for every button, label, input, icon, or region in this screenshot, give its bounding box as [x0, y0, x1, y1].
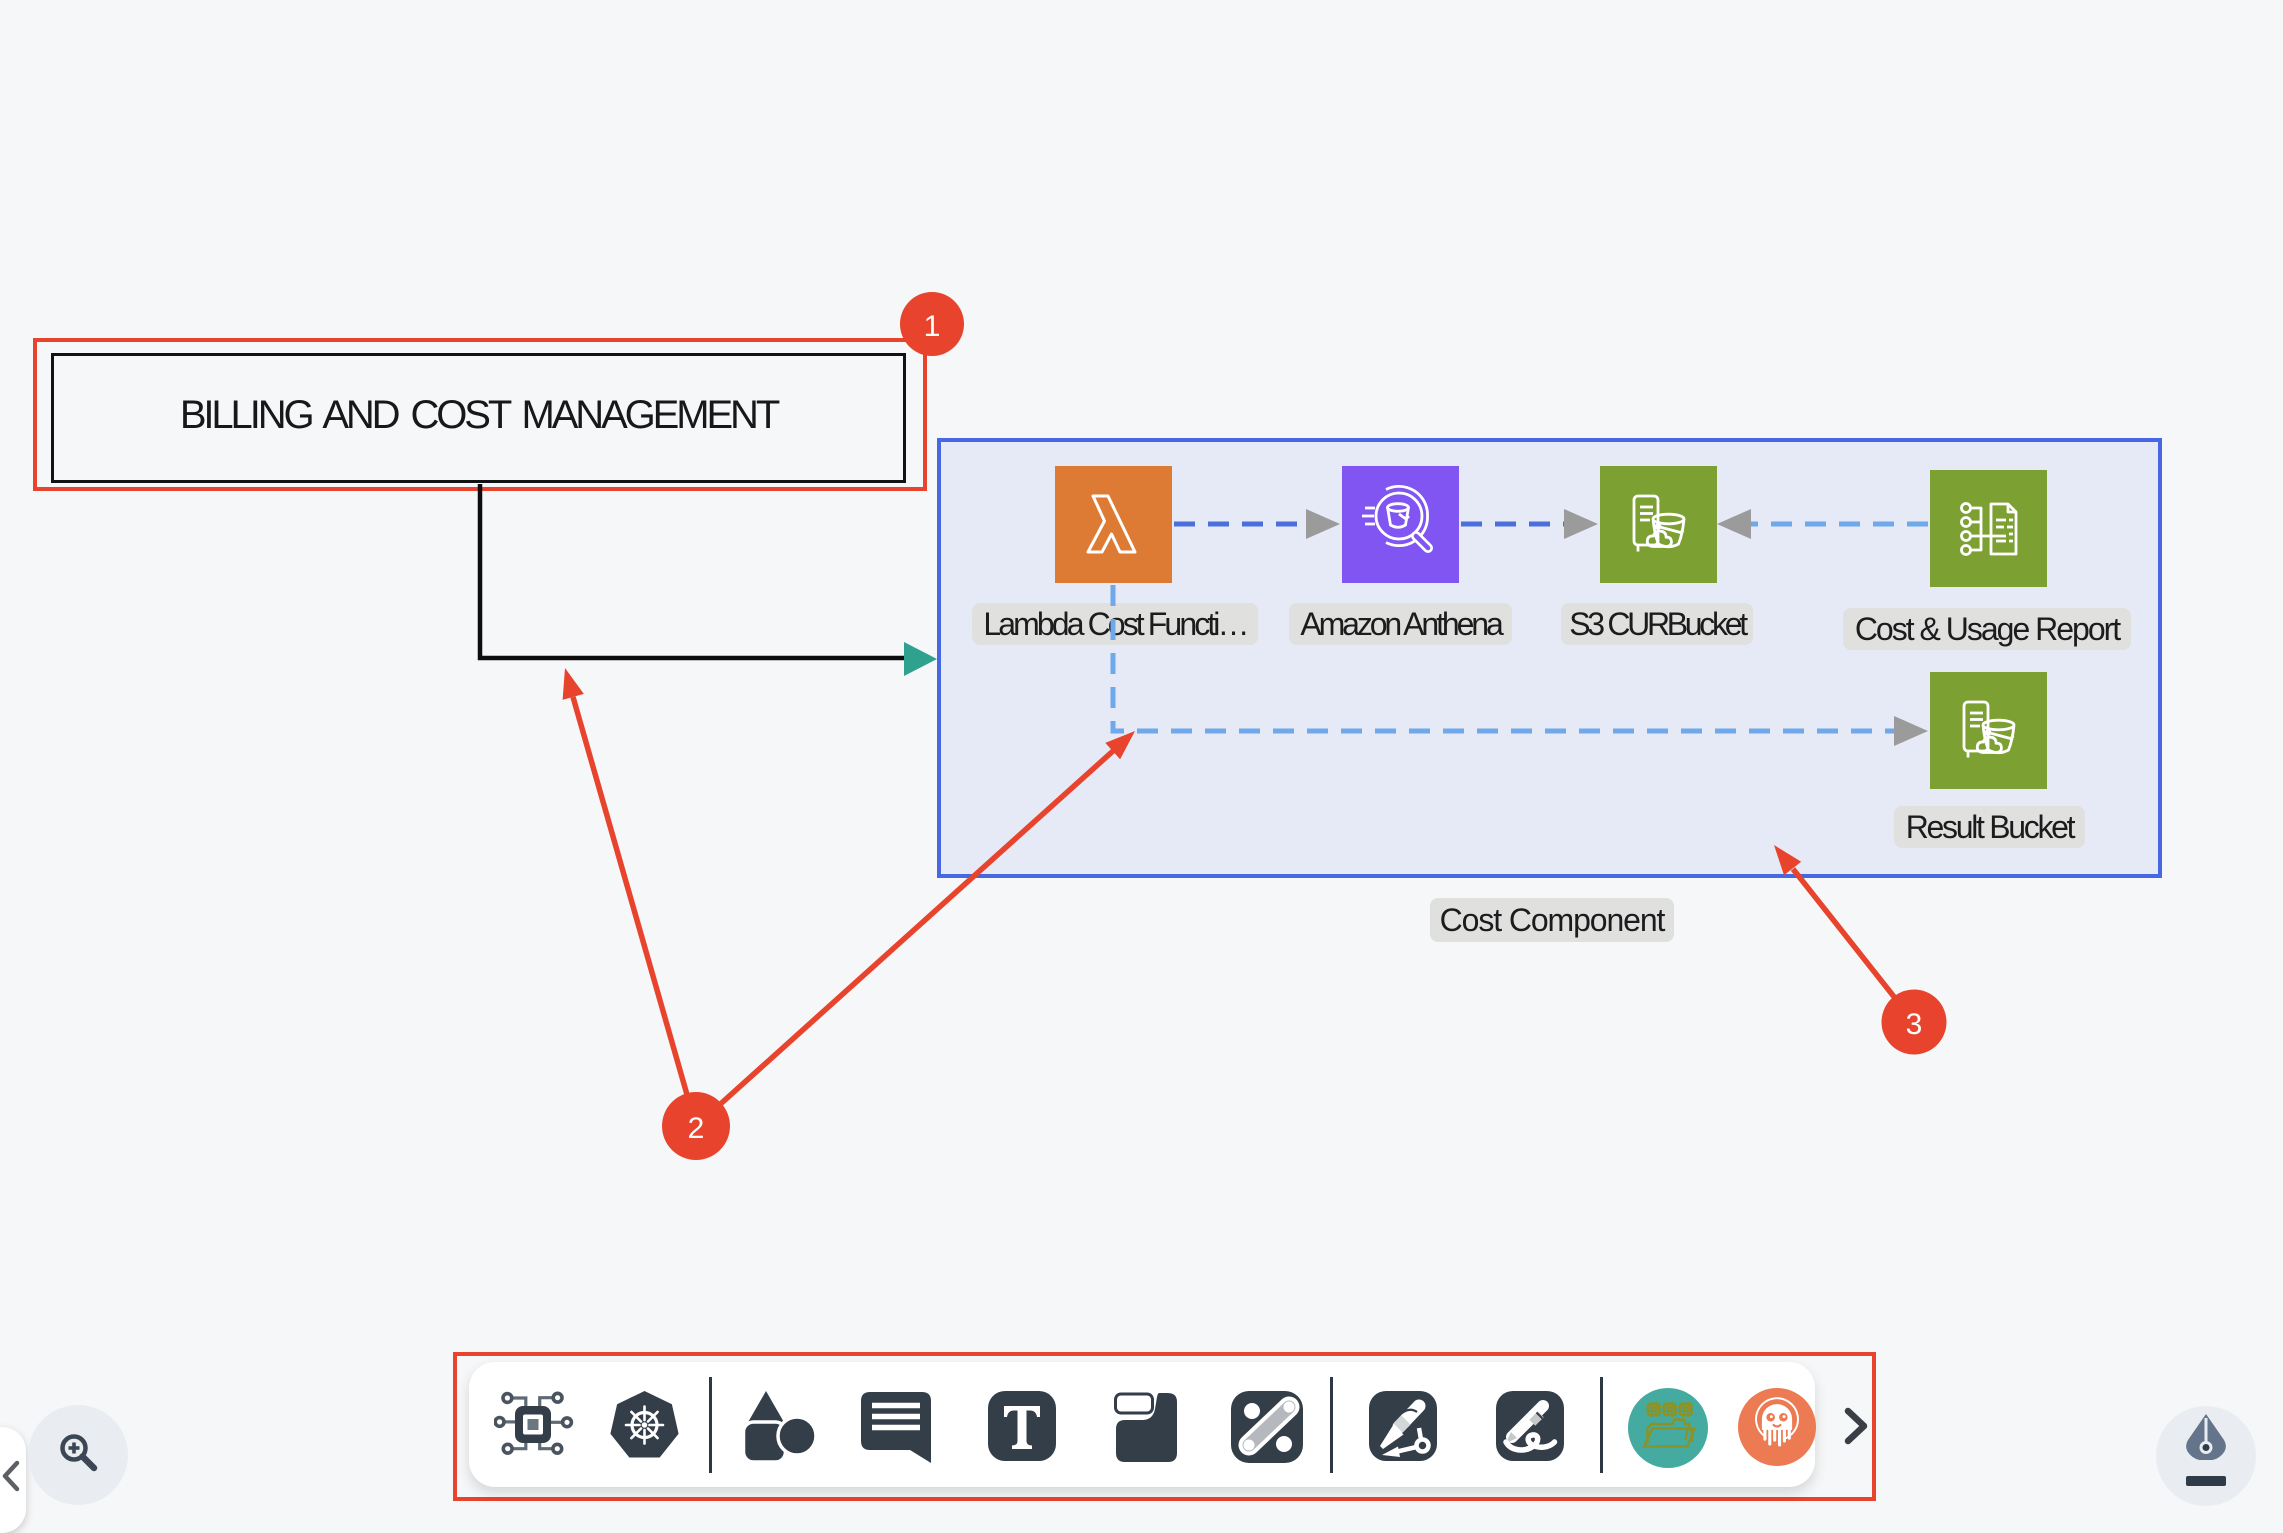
svg-text:1: 1 [924, 310, 941, 343]
svg-text:2: 2 [688, 1112, 705, 1145]
svg-text:3: 3 [1906, 1008, 1923, 1041]
